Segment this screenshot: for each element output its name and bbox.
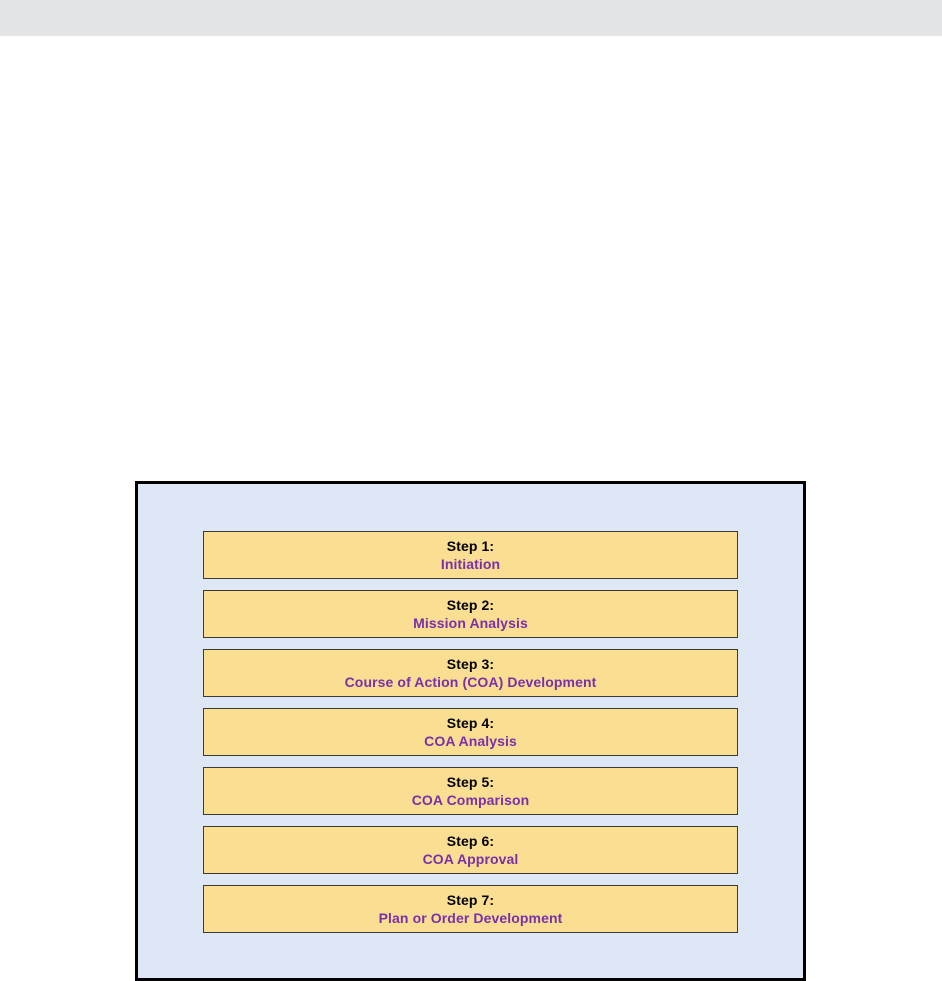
step-4-label: Step 4: — [446, 715, 495, 731]
process-step-7: Step 7: Plan or Order Development — [203, 885, 738, 933]
process-step-1: Step 1: Initiation — [203, 531, 738, 579]
process-step-2: Step 2: Mission Analysis — [203, 590, 738, 638]
process-step-3: Step 3: Course of Action (COA) Developme… — [203, 649, 738, 697]
step-1-title: Initiation — [440, 556, 501, 572]
step-5-label: Step 5: — [446, 774, 495, 790]
step-7-title: Plan or Order Development — [378, 910, 563, 926]
step-5-title: COA Comparison — [411, 792, 530, 808]
step-4-title: COA Analysis — [424, 733, 517, 749]
process-diagram-frame: Step 1: Initiation Step 2: Mission Analy… — [135, 481, 806, 981]
browser-top-bar — [0, 0, 942, 36]
step-7-label: Step 7: — [446, 892, 495, 908]
step-2-label: Step 2: — [446, 597, 495, 613]
step-6-title: COA Approval — [422, 851, 519, 867]
process-steps-list: Step 1: Initiation Step 2: Mission Analy… — [203, 531, 738, 933]
process-step-5: Step 5: COA Comparison — [203, 767, 738, 815]
step-3-label: Step 3: — [446, 656, 495, 672]
page-canvas: Step 1: Initiation Step 2: Mission Analy… — [0, 36, 942, 981]
process-step-4: Step 4: COA Analysis — [203, 708, 738, 756]
step-2-title: Mission Analysis — [413, 615, 528, 631]
process-step-6: Step 6: COA Approval — [203, 826, 738, 874]
step-3-title: Course of Action (COA) Development — [344, 674, 597, 690]
step-6-label: Step 6: — [446, 833, 495, 849]
step-1-label: Step 1: — [446, 538, 495, 554]
